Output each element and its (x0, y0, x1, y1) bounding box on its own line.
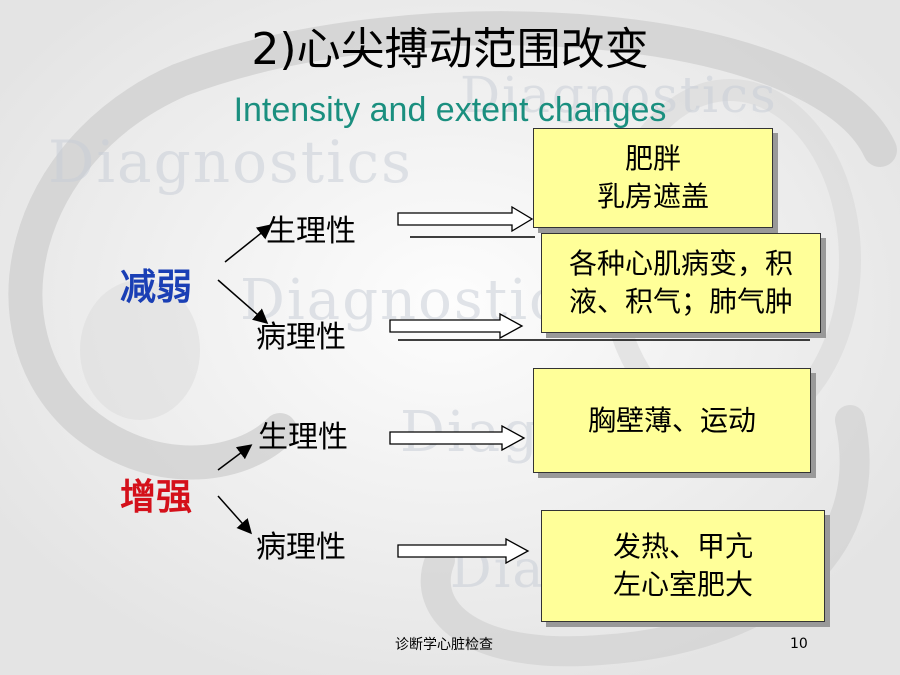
box-line: 左心室肥大 (612, 568, 753, 601)
slide-subtitle: Intensity and extent changes (233, 91, 667, 129)
watermark-2: Diagnostics (460, 66, 778, 124)
branch-line (217, 444, 253, 471)
slide-title: 2)心尖搏动范围改变 (251, 24, 649, 75)
box-line: 发热、甲亢 (612, 530, 753, 563)
cause-box: 肥胖 乳房遮盖 (533, 128, 773, 228)
pathological-label: 病理性 (256, 320, 346, 355)
block-arrow (397, 205, 534, 233)
block-arrow (389, 424, 526, 452)
block-arrow (389, 312, 524, 340)
block-arrow (397, 537, 530, 565)
branch-line (217, 279, 269, 324)
page-number: 10 (790, 636, 808, 652)
cause-box: 发热、甲亢 左心室肥大 (541, 510, 825, 622)
box-line: 乳房遮盖 (596, 180, 709, 213)
physiological-label: 生理性 (258, 420, 348, 455)
weaken-label: 减弱 (120, 267, 193, 308)
pathological-label: 病理性 (256, 530, 346, 565)
watermark-1: Diagnostics (48, 128, 413, 196)
box-line: 各种心肌病变，积 (568, 247, 793, 280)
box-line: 肥胖 (624, 142, 681, 175)
box-line: 胸壁薄、运动 (587, 403, 756, 437)
branch-line (224, 224, 273, 263)
box-line: 液、积气；肺气肿 (568, 285, 793, 318)
strengthen-label: 增强 (120, 477, 193, 518)
physiological-label: 生理性 (266, 214, 356, 249)
cause-box: 各种心肌病变，积 液、积气；肺气肿 (541, 233, 821, 333)
branch-line (217, 495, 252, 535)
cause-box: 胸壁薄、运动 (533, 368, 811, 473)
footer-text: 诊断学心脏检查 (395, 637, 493, 653)
